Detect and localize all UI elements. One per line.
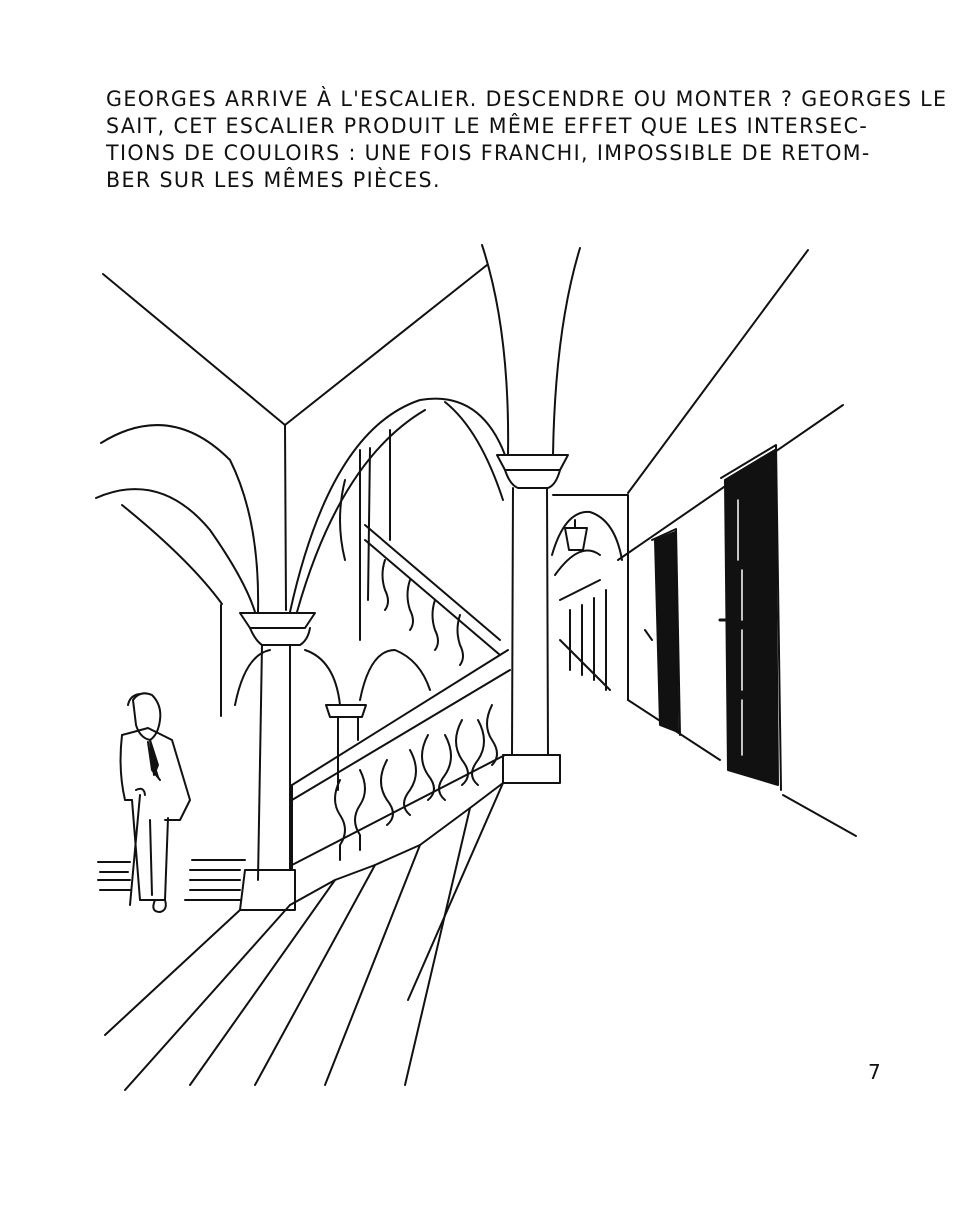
door-far [644, 528, 681, 736]
corridor [551, 249, 857, 837]
caption-text: GEORGES ARRIVE À L'ESCALIER. DESCENDRE O… [106, 86, 948, 194]
upper-staircase [339, 429, 501, 666]
floor-lines [97, 859, 246, 901]
page-number: 7 [868, 1060, 881, 1084]
door-near [718, 444, 782, 791]
georges-figure [119, 692, 191, 913]
caption-line-3: TIONS DE COULOIRS : UNE FOIS FRANCHI, IM… [106, 141, 871, 165]
lantern-icon [564, 519, 588, 551]
background-arches [234, 649, 431, 791]
vault-ceiling [95, 244, 581, 613]
column-left [220, 604, 316, 911]
main-balustrade [291, 649, 511, 871]
column-right [496, 454, 569, 784]
caption-line-1: GEORGES ARRIVE À L'ESCALIER. DESCENDRE O… [106, 87, 948, 111]
caption-line-4: BER SUR LES MÊMES PIÈCES. [106, 168, 441, 192]
caption-line-2: SAIT, CET ESCALIER PRODUIT LE MÊME EFFET… [106, 114, 869, 138]
stair-steps [104, 782, 504, 1091]
